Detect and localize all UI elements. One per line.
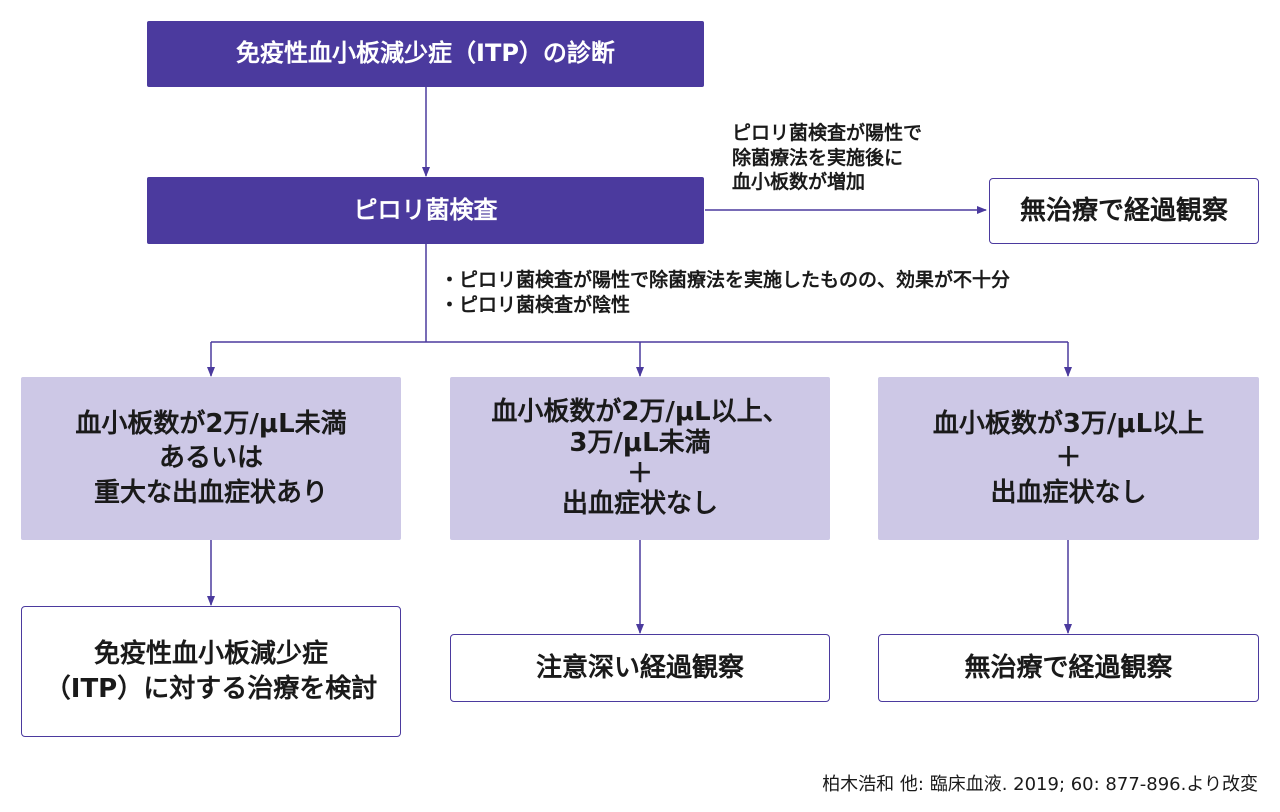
left-result-box: 免疫性血小板減少症 （ITP）に対する治療を検討: [21, 606, 401, 737]
left-condition-box: 血小板数が2万/μL未満 あるいは 重大な出血症状あり: [21, 377, 401, 540]
hpylori-test-label: ピロリ菌検査: [353, 195, 498, 224]
edge-label-insufficient: ・ピロリ菌検査が陽性で除菌療法を実施したものの、効果が不十分 ・ピロリ菌検査が陰…: [440, 268, 1010, 317]
observe-top-label: 無治療で経過観察: [1019, 195, 1228, 226]
edge-label-insufficient-line-1: ・ピロリ菌検査が陽性で除菌療法を実施したものの、効果が不十分: [440, 269, 1011, 291]
right-result-box: 無治療で経過観察: [878, 634, 1259, 702]
left-condition-line-3: 重大な出血症状あり: [93, 477, 328, 508]
mid-result-label: 注意深い経過観察: [535, 652, 744, 683]
right-condition-line-3: 出血症状なし: [990, 477, 1147, 508]
mid-condition-line-2: 3万/μL未満: [569, 427, 711, 458]
right-condition-line-1: 血小板数が3万/μL以上: [932, 409, 1205, 440]
left-result-line-2: （ITP）に対する治療を検討: [44, 673, 378, 704]
right-condition-box: 血小板数が3万/μL以上 ＋ 出血症状なし: [878, 377, 1259, 540]
edge-label-positive-line-1: ピロリ菌検査が陽性で: [732, 122, 923, 144]
edge-label-positive-line-3: 血小板数が増加: [732, 171, 866, 194]
left-condition-line-1: 血小板数が2万/μL未満: [75, 409, 347, 440]
diagnosis-box: 免疫性血小板減少症（ITP）の診断: [147, 21, 704, 87]
edge-label-positive-improved: ピロリ菌検査が陽性で 除菌療法を実施後に 血小板数が増加: [732, 121, 922, 195]
mid-result-box: 注意深い経過観察: [450, 634, 830, 702]
mid-condition-box: 血小板数が2万/μL以上、 3万/μL未満 ＋ 出血症状なし: [450, 377, 830, 540]
edge-label-insufficient-line-2: ・ピロリ菌検査が陰性: [440, 293, 631, 316]
mid-condition-line-1: 血小板数が2万/μL以上、: [491, 397, 789, 428]
right-condition-plus: ＋: [1055, 443, 1082, 474]
hpylori-test-box: ピロリ菌検査: [147, 177, 704, 244]
citation-text: 柏木浩和 他: 臨床血液. 2019; 60: 877-896.より改変: [822, 774, 1258, 795]
diagnosis-label: 免疫性血小板減少症（ITP）の診断: [236, 39, 615, 68]
mid-condition-line-4: 出血症状なし: [561, 489, 718, 520]
edge-label-positive-line-2: 除菌療法を実施後に: [732, 146, 904, 169]
left-result-line-1: 免疫性血小板減少症: [93, 639, 328, 670]
left-condition-line-2: あるいは: [158, 443, 263, 474]
mid-condition-plus: ＋: [626, 458, 653, 489]
observe-top-box: 無治療で経過観察: [989, 178, 1259, 244]
right-result-label: 無治療で経過観察: [964, 652, 1173, 683]
